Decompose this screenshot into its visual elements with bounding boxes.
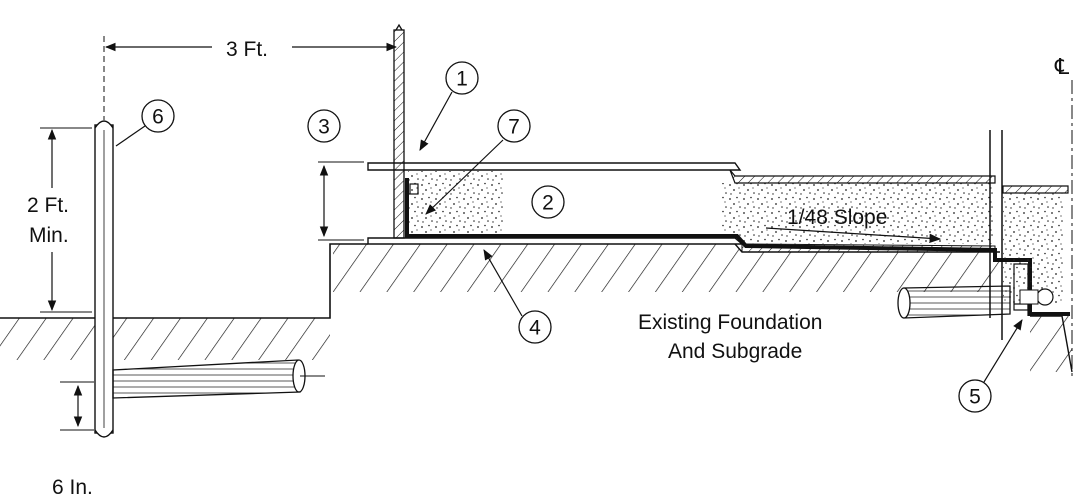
dimension-item3 bbox=[318, 161, 364, 241]
fence-post bbox=[94, 120, 114, 438]
dim-horizontal-label: 3 Ft. bbox=[226, 38, 268, 61]
callout-1: 1 bbox=[419, 61, 479, 151]
svg-text:1: 1 bbox=[456, 68, 468, 91]
dimension-6in: 6 In. bbox=[52, 381, 94, 499]
callout-2: 2 bbox=[531, 185, 565, 219]
slope-label: 1/48 Slope bbox=[787, 206, 887, 229]
svg-text:3: 3 bbox=[318, 116, 330, 139]
callout-7: 7 bbox=[425, 109, 531, 215]
pavement-section bbox=[367, 162, 1070, 316]
svg-text:5: 5 bbox=[969, 386, 981, 409]
dimension-2ft: 2 Ft. Min. bbox=[27, 127, 92, 313]
foundation-note: Existing Foundation And Subgrade bbox=[638, 311, 822, 363]
svg-text:7: 7 bbox=[508, 116, 520, 139]
callout-3: 3 bbox=[307, 109, 341, 143]
dim-height-line2: Min. bbox=[29, 224, 69, 247]
svg-text:2: 2 bbox=[542, 192, 554, 215]
dim-bottom-label: 6 In. bbox=[52, 476, 93, 499]
pipe-left bbox=[112, 359, 325, 399]
foundation-label-line2: And Subgrade bbox=[668, 340, 802, 363]
pipe-right bbox=[897, 285, 1054, 319]
centerline-symbol: ℄ bbox=[1054, 54, 1070, 79]
callout-5: 5 bbox=[958, 319, 1023, 413]
slope-note: 1/48 Slope bbox=[765, 206, 942, 244]
foundation-label-line1: Existing Foundation bbox=[638, 311, 822, 334]
dim-height-line1: 2 Ft. bbox=[27, 194, 69, 217]
callout-6: 6 bbox=[115, 99, 175, 147]
callout-4: 4 bbox=[483, 249, 552, 344]
dimension-3ft: 3 Ft. bbox=[103, 36, 398, 120]
svg-text:4: 4 bbox=[529, 317, 541, 340]
svg-text:6: 6 bbox=[152, 106, 164, 129]
centerline: ℄ bbox=[1054, 54, 1073, 380]
vertical-wall bbox=[393, 23, 419, 239]
